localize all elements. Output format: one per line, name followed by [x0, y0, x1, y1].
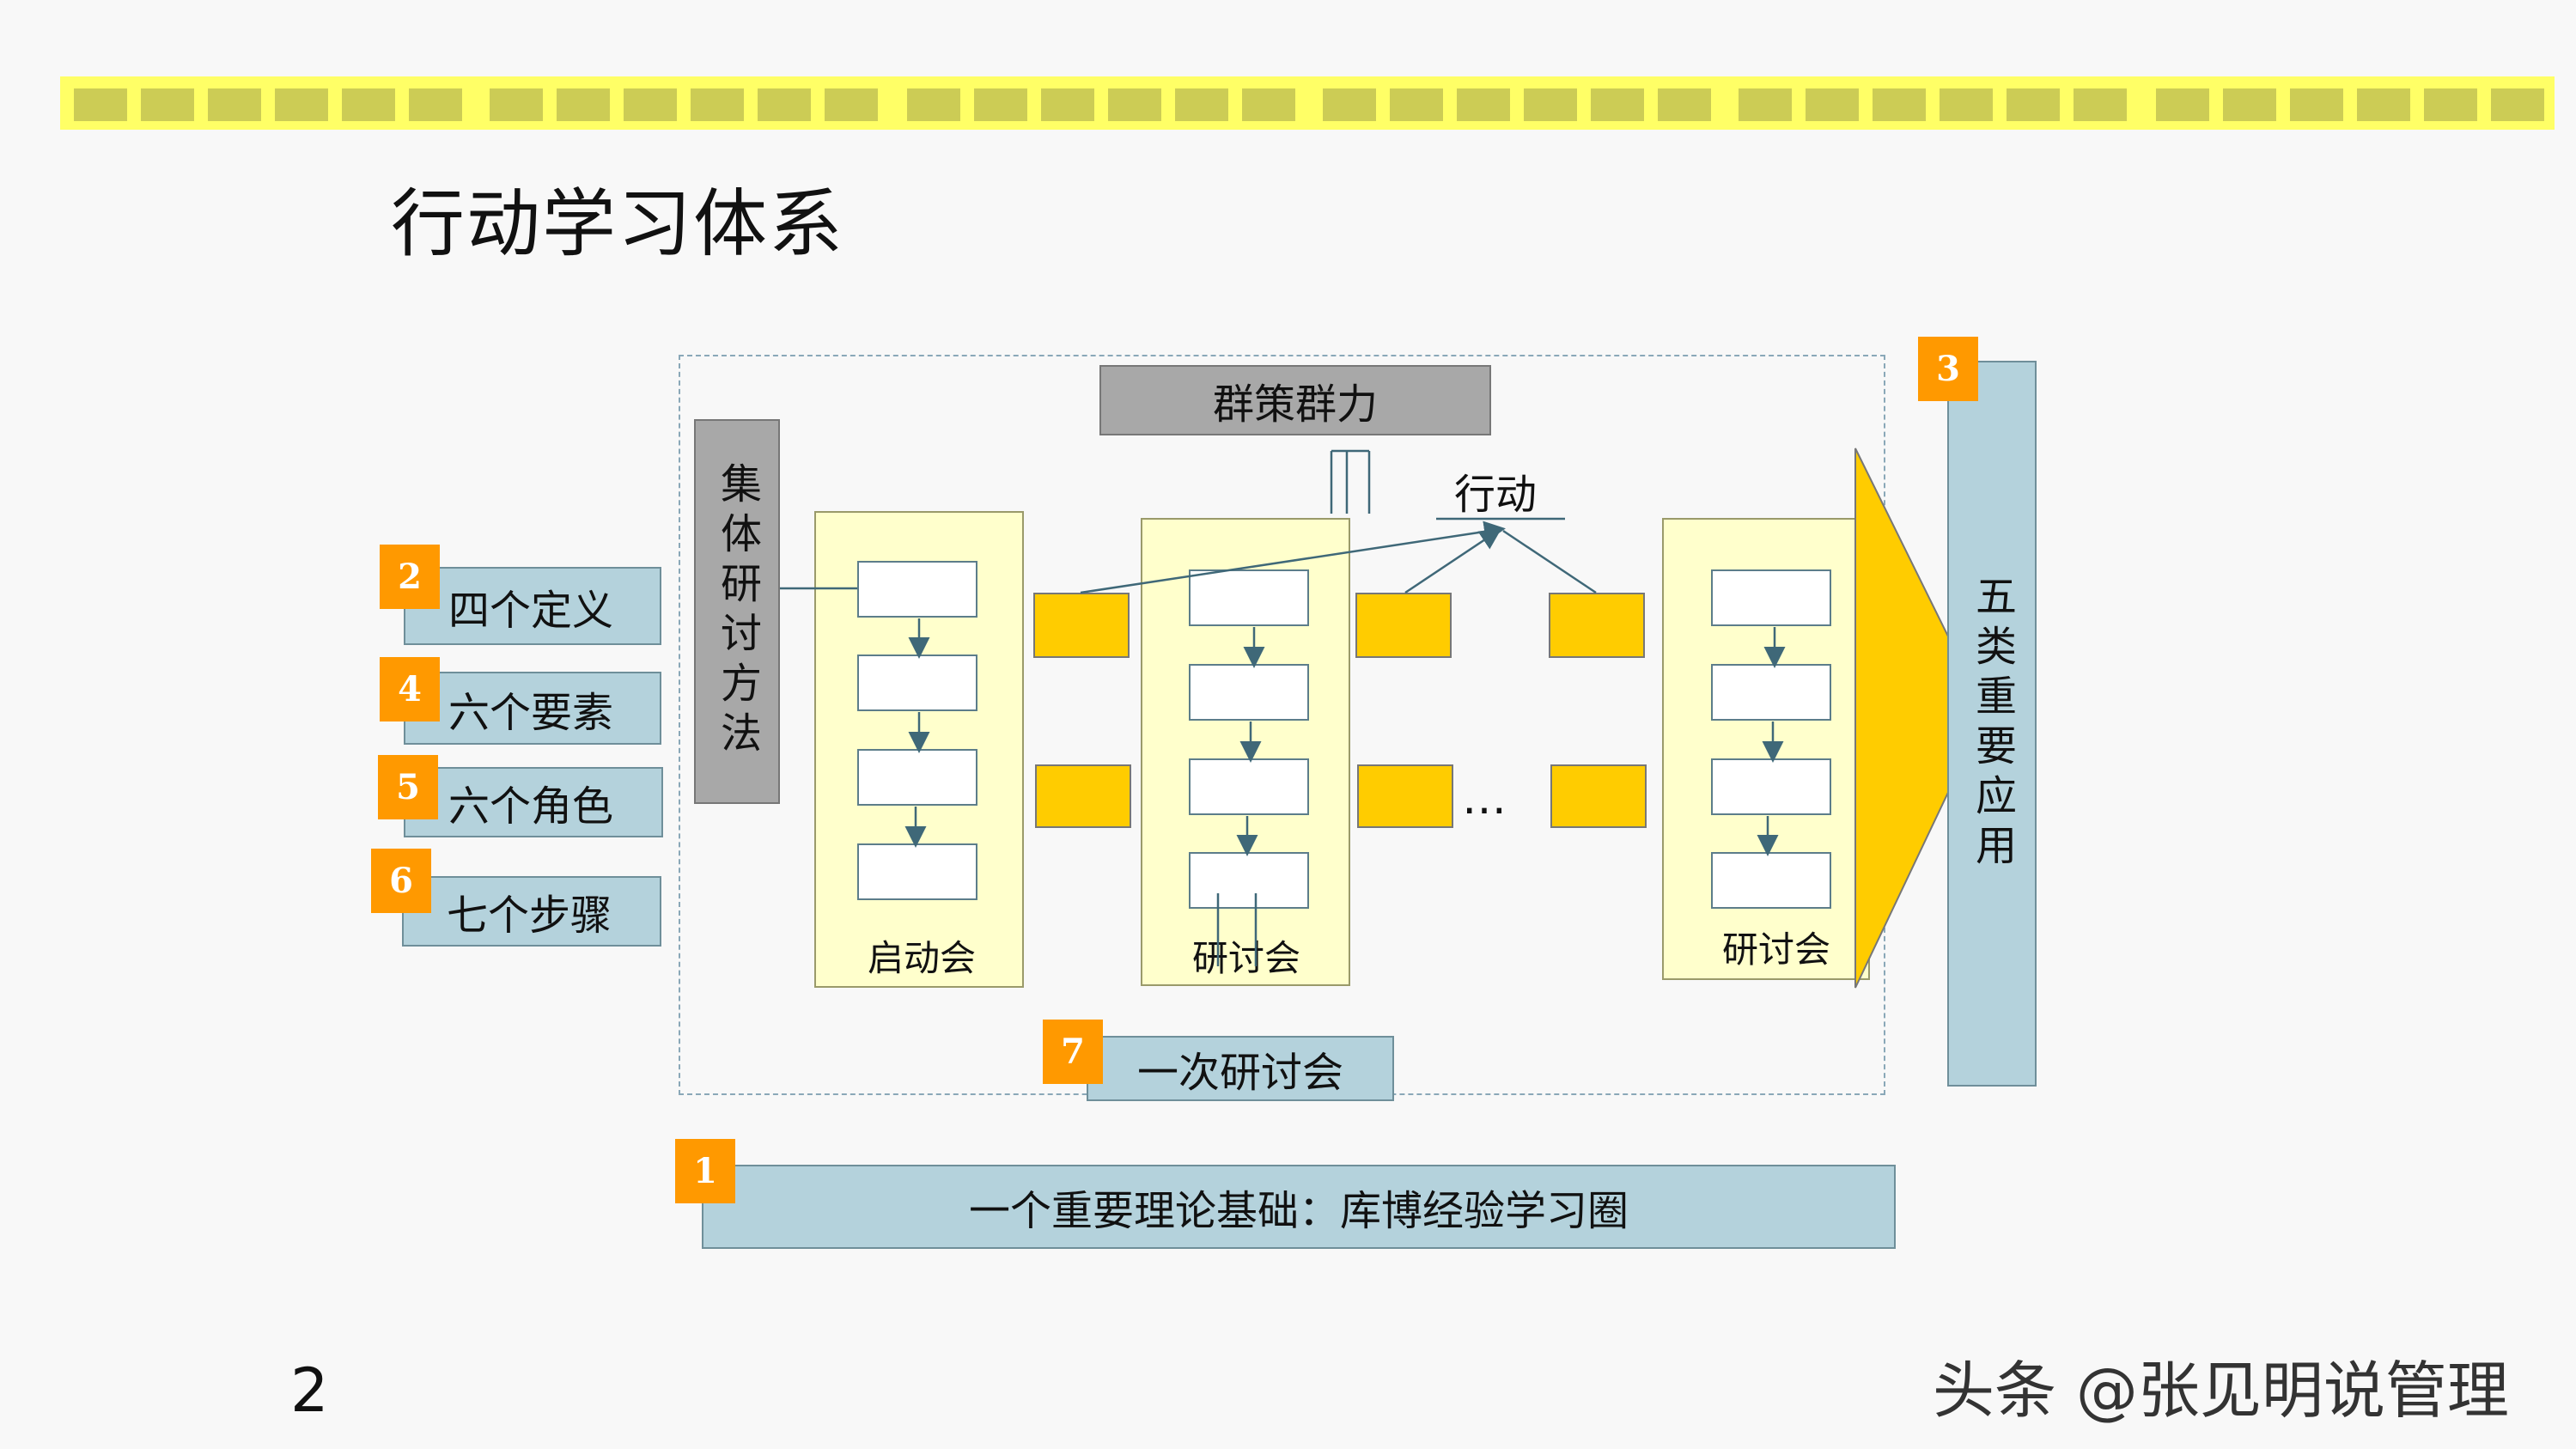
strip-square	[1658, 88, 1711, 121]
step-box	[857, 749, 977, 806]
badge-1: 1	[675, 1139, 735, 1203]
step-box	[857, 561, 977, 618]
strip-square	[1175, 88, 1228, 121]
group-intelligence-box: 群策群力	[1099, 365, 1491, 435]
strip-square	[2357, 88, 2410, 121]
strip-square	[624, 88, 677, 121]
strip-square	[974, 88, 1027, 121]
strip-square	[907, 88, 960, 121]
strip-square	[2156, 88, 2209, 121]
convergence-arrow	[1854, 447, 1988, 989]
step-box	[1189, 852, 1309, 909]
strip-square	[141, 88, 194, 121]
strip-square	[2074, 88, 2127, 121]
action-box	[1033, 593, 1130, 658]
strip-square	[409, 88, 462, 121]
strip-square	[1242, 88, 1295, 121]
theory-base-label: 一个重要理论基础：库博经验学习圈	[968, 1187, 1629, 1235]
badge-6: 6	[371, 849, 431, 913]
left-item-four-definitions: 四个定义	[404, 567, 661, 645]
strip-square	[1873, 88, 1926, 121]
strip-square	[691, 88, 744, 121]
strip-square	[1108, 88, 1161, 121]
collective-method-box: 集体研讨方法	[694, 419, 780, 804]
strip-square	[557, 88, 610, 121]
one-seminar-label: 一次研讨会	[1136, 1049, 1343, 1097]
kickoff-label: 启动会	[868, 937, 977, 979]
strip-square	[758, 88, 811, 121]
strip-square	[1457, 88, 1510, 121]
strip-square	[1940, 88, 1993, 121]
strip-square	[1390, 88, 1443, 121]
left-item-label: 六个角色	[448, 782, 614, 831]
left-item-label: 六个要素	[448, 688, 614, 737]
strip-square	[1739, 88, 1792, 121]
strip-square	[1041, 88, 1094, 121]
action-box	[1549, 593, 1645, 658]
left-item-six-roles: 六个角色	[404, 767, 663, 837]
step-box	[857, 654, 977, 711]
action-box	[1355, 593, 1452, 658]
left-item-seven-steps: 七个步骤	[402, 876, 661, 947]
page-number: 2	[290, 1355, 329, 1426]
badge-4: 4	[380, 657, 440, 721]
strip-square	[275, 88, 328, 121]
badge-7: 7	[1043, 1020, 1103, 1084]
strip-square	[1524, 88, 1577, 121]
left-item-label: 四个定义	[448, 586, 614, 635]
left-item-six-elements: 六个要素	[404, 672, 661, 745]
top-decorative-strip	[60, 76, 2555, 130]
watermark: 头条 @张见明说管理	[1933, 1355, 2509, 1427]
left-item-label: 七个步骤	[447, 892, 612, 940]
strip-square	[1323, 88, 1376, 121]
five-applications-box: 五类重要应用	[1947, 361, 2037, 1087]
action-box	[1035, 764, 1131, 828]
strip-square	[2223, 88, 2276, 121]
theory-base-box: 一个重要理论基础：库博经验学习圈	[702, 1165, 1896, 1249]
badge-5: 5	[378, 755, 438, 819]
action-box	[1550, 764, 1647, 828]
collective-method-label: 集体研讨方法	[713, 462, 761, 761]
badge-3: 3	[1918, 337, 1978, 401]
group-intelligence-label: 群策群力	[1212, 381, 1378, 429]
strip-square	[342, 88, 395, 121]
one-seminar-box: 一次研讨会	[1087, 1036, 1394, 1101]
action-label: 行动	[1454, 471, 1538, 519]
seminar-label-n: 研讨会	[1722, 928, 1831, 971]
strip-square	[2424, 88, 2477, 121]
strip-square	[1806, 88, 1859, 121]
badge-2: 2	[380, 545, 440, 609]
step-box	[1711, 569, 1831, 626]
page-title: 行动学习体系	[391, 181, 844, 267]
strip-square	[490, 88, 543, 121]
action-box	[1357, 764, 1453, 828]
strip-square	[74, 88, 127, 121]
strip-square	[2290, 88, 2343, 121]
ellipsis: …	[1462, 773, 1510, 825]
step-box	[1189, 569, 1309, 626]
strip-square	[1591, 88, 1644, 121]
strip-square	[825, 88, 878, 121]
five-applications-label: 五类重要应用	[1968, 574, 2016, 874]
strip-square	[2491, 88, 2544, 121]
seminar-label-1: 研讨会	[1192, 937, 1301, 979]
strip-square	[208, 88, 261, 121]
strip-square	[2007, 88, 2060, 121]
